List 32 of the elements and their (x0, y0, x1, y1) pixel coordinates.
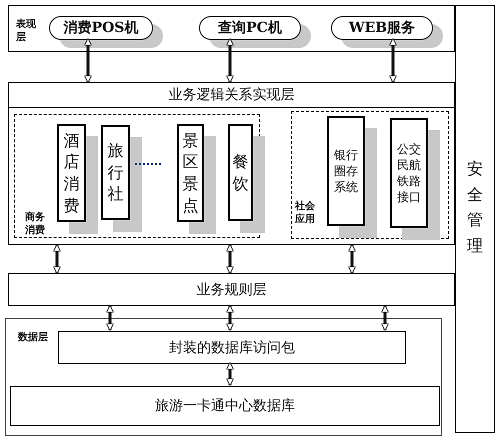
layer-title: 业务逻辑关系实现层 (168, 87, 296, 103)
double-arrow (381, 304, 389, 332)
group-label: 社会应用 (295, 200, 316, 226)
double-arrow (53, 244, 61, 274)
group-label: 商务消费 (25, 211, 46, 237)
double-arrow (389, 38, 397, 84)
database-box: 旅游一卡通中心数据库 (10, 386, 440, 426)
service-box: 景区景点 (177, 124, 204, 222)
double-arrow (226, 244, 234, 274)
layer-label: 表现层 (16, 18, 37, 44)
security-box: 安全管理 (455, 5, 495, 433)
double-arrow (226, 362, 234, 386)
service-box: 餐饮 (228, 124, 253, 221)
service-box: 银行圈存系统 (327, 116, 365, 226)
terminal-pill: 消费POS机 (49, 16, 153, 40)
double-arrow (226, 38, 234, 84)
terminal-pill: 查询PC机 (199, 16, 301, 40)
service-box: 酒店消费 (57, 124, 86, 222)
layer-box: 业务规则层 (8, 273, 455, 306)
layer-label: 数据层 (18, 331, 49, 344)
terminal-pill: WEB服务 (331, 16, 433, 40)
double-arrow (106, 304, 114, 332)
double-arrow (226, 304, 234, 332)
double-arrow (84, 38, 92, 84)
group-box (291, 111, 449, 239)
service-box: 旅行社 (101, 125, 130, 220)
service-box: 公交民航铁路接口 (390, 118, 428, 228)
layer-box (8, 82, 455, 245)
layer-box (8, 5, 455, 52)
double-arrow (348, 244, 356, 274)
process-box: 封装的数据库访问包 (58, 331, 406, 364)
layer-box (5, 318, 442, 436)
